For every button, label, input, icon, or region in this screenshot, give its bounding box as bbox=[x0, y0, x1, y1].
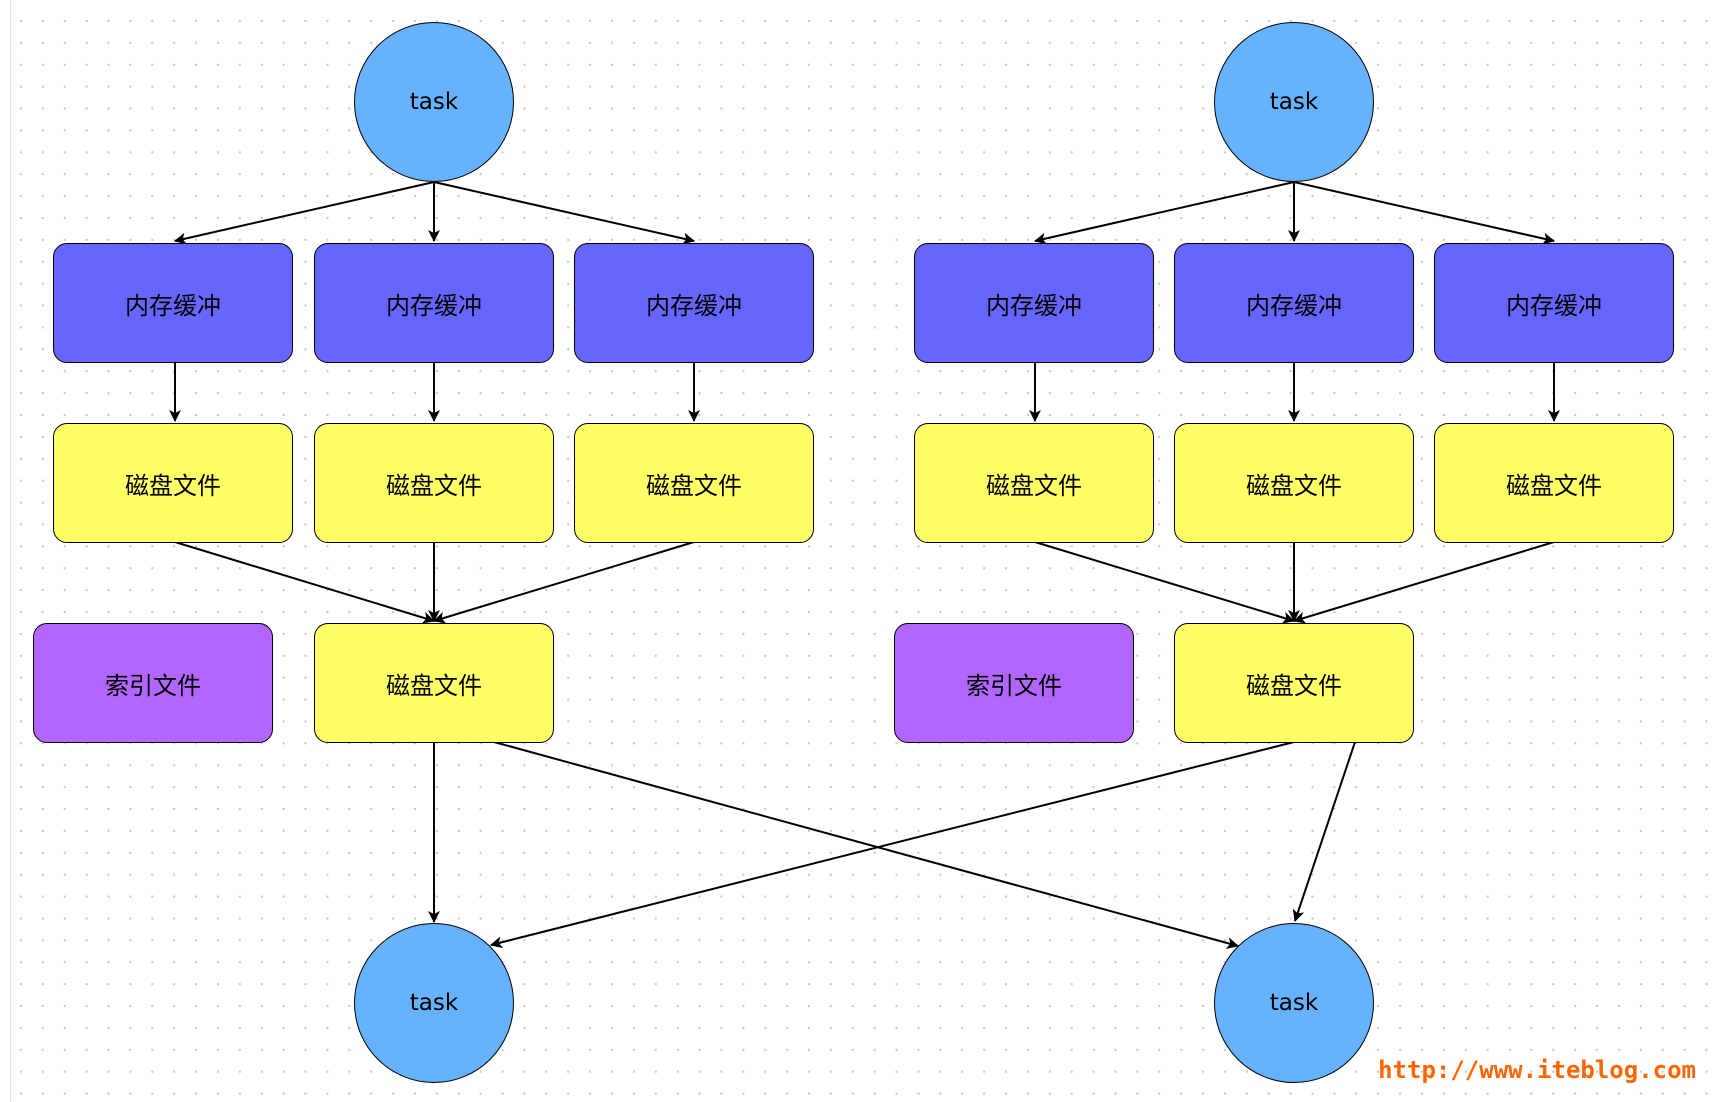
watermark-url: http://www.iteblog.com bbox=[1378, 1056, 1696, 1084]
bottom-task-right[interactable]: task bbox=[1214, 923, 1374, 1083]
memory-buffer-node[interactable]: 内存缓冲 bbox=[53, 243, 293, 363]
node-label: 内存缓冲 bbox=[386, 291, 482, 320]
canvas-left-border bbox=[10, 0, 11, 1102]
top-task-right[interactable]: task bbox=[1214, 22, 1374, 182]
bottom-task-left[interactable]: task bbox=[354, 923, 514, 1083]
merged-disk-file-node[interactable]: 磁盘文件 bbox=[1174, 623, 1414, 743]
memory-buffer-node[interactable]: 内存缓冲 bbox=[314, 243, 554, 363]
node-label: 磁盘文件 bbox=[386, 471, 482, 500]
node-label: 内存缓冲 bbox=[125, 291, 221, 320]
node-label: 磁盘文件 bbox=[646, 471, 742, 500]
edge-task-to-buffer bbox=[433, 181, 695, 245]
memory-buffer-node[interactable]: 内存缓冲 bbox=[574, 243, 814, 363]
edge-task-to-buffer bbox=[1034, 181, 1295, 245]
edge-merged-to-task bbox=[490, 741, 1295, 949]
node-label: 磁盘文件 bbox=[1246, 671, 1342, 700]
task-label: task bbox=[1269, 990, 1319, 1016]
node-label: 索引文件 bbox=[966, 671, 1062, 700]
task-label: task bbox=[1269, 89, 1319, 115]
top-task-left[interactable]: task bbox=[354, 22, 514, 182]
memory-buffer-node[interactable]: 内存缓冲 bbox=[914, 243, 1154, 363]
node-label: 内存缓冲 bbox=[1246, 291, 1342, 320]
edge-task-to-buffer bbox=[1293, 181, 1555, 245]
spill-disk-file-node[interactable]: 磁盘文件 bbox=[574, 423, 814, 543]
node-label: 磁盘文件 bbox=[386, 671, 482, 700]
merged-disk-file-node[interactable]: 磁盘文件 bbox=[314, 623, 554, 743]
node-label: 磁盘文件 bbox=[1506, 471, 1602, 500]
task-label: task bbox=[409, 990, 459, 1016]
edge-disk-to-merged bbox=[1293, 541, 1555, 624]
edge-task-to-buffer bbox=[174, 181, 435, 245]
index-file-node[interactable]: 索引文件 bbox=[33, 623, 273, 743]
edge-disk-to-merged bbox=[433, 541, 695, 624]
edge-disk-to-merged bbox=[174, 541, 435, 624]
node-label: 内存缓冲 bbox=[986, 291, 1082, 320]
index-file-node[interactable]: 索引文件 bbox=[894, 623, 1134, 743]
node-label: 磁盘文件 bbox=[986, 471, 1082, 500]
spill-disk-file-node[interactable]: 磁盘文件 bbox=[1174, 423, 1414, 543]
node-label: 内存缓冲 bbox=[1506, 291, 1602, 320]
node-label: 磁盘文件 bbox=[1246, 471, 1342, 500]
node-label: 内存缓冲 bbox=[646, 291, 742, 320]
spill-disk-file-node[interactable]: 磁盘文件 bbox=[314, 423, 554, 543]
edge-merged-to-task bbox=[493, 741, 1239, 949]
memory-buffer-node[interactable]: 内存缓冲 bbox=[1174, 243, 1414, 363]
node-label: 磁盘文件 bbox=[125, 471, 221, 500]
memory-buffer-node[interactable]: 内存缓冲 bbox=[1434, 243, 1674, 363]
spill-disk-file-node[interactable]: 磁盘文件 bbox=[914, 423, 1154, 543]
task-label: task bbox=[409, 89, 459, 115]
edge-merged-to-task bbox=[1292, 741, 1356, 922]
spill-disk-file-node[interactable]: 磁盘文件 bbox=[1434, 423, 1674, 543]
node-label: 索引文件 bbox=[105, 671, 201, 700]
spill-disk-file-node[interactable]: 磁盘文件 bbox=[53, 423, 293, 543]
edge-disk-to-merged bbox=[1034, 541, 1295, 624]
